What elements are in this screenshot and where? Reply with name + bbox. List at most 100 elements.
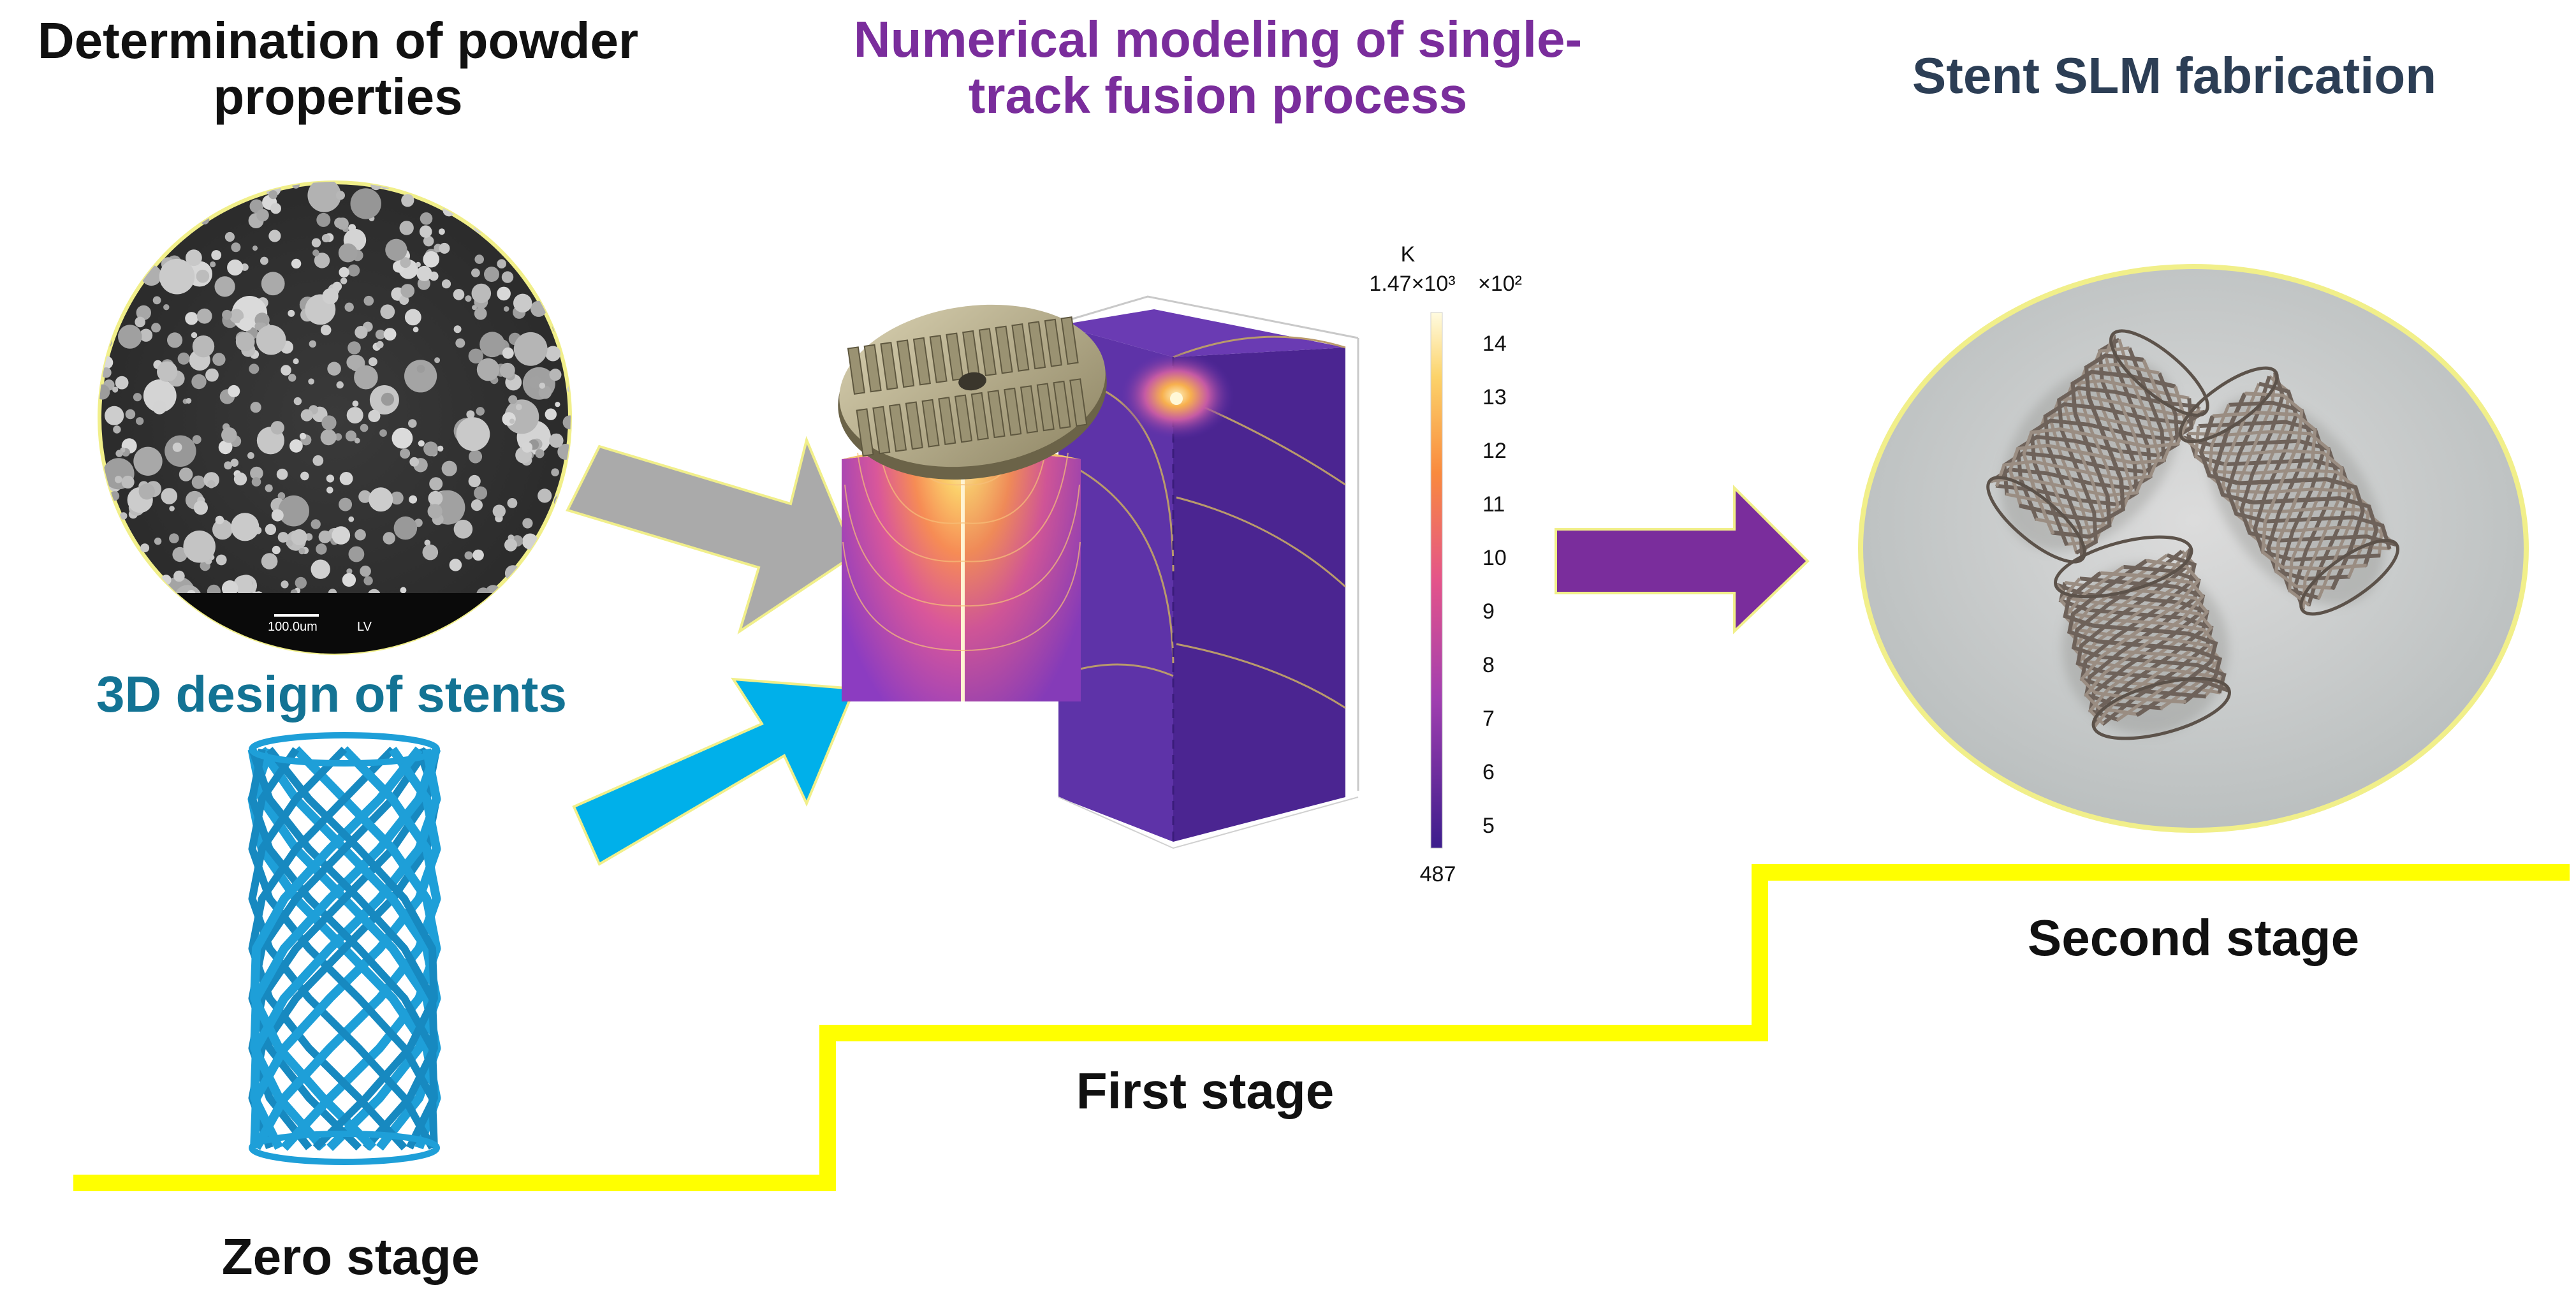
powder-particle [252, 246, 258, 251]
disc-slot [1053, 380, 1071, 429]
gray-arrow [566, 436, 856, 635]
blue-arrow [572, 677, 856, 866]
powder-particle [369, 357, 377, 367]
powder-particle [418, 440, 425, 447]
disc-slot [872, 406, 891, 455]
disc-slot [1069, 378, 1088, 427]
powder-particle [118, 325, 142, 349]
powder-particle [159, 258, 195, 295]
powder-particle [400, 448, 411, 459]
powder-particle [113, 425, 121, 434]
powder-particle [191, 475, 205, 489]
colorbar [1430, 312, 1443, 849]
powder-particle [316, 212, 331, 227]
stent-strut [250, 748, 441, 1150]
powder-particle [320, 429, 337, 446]
powder-particle [383, 532, 395, 545]
powder-particle [196, 308, 212, 324]
powder-particle [346, 355, 361, 370]
powder-particle [186, 398, 192, 404]
powder-particle [400, 257, 411, 268]
powder-particle [99, 587, 112, 601]
powder-particle [326, 487, 333, 494]
powder-particle [169, 506, 175, 511]
colorbar-tick-label: 5 [1482, 814, 1495, 838]
stent-strut [250, 747, 441, 1151]
powder-particle [551, 468, 559, 476]
powder-particle [399, 221, 414, 235]
powder-particle [227, 259, 244, 276]
powder-particle [538, 603, 571, 640]
powder-particle [476, 358, 500, 381]
powder-particle [154, 614, 163, 623]
powder-particle [99, 279, 105, 288]
powder-particle [385, 238, 407, 261]
powder-particle [338, 243, 358, 263]
powder-particle [108, 592, 115, 599]
colorbar-tick-label: 10 [1482, 546, 1507, 570]
colorbar-tick-label: 11 [1482, 492, 1505, 517]
powder-particle [441, 460, 457, 476]
powder-particle [501, 219, 511, 230]
powder-particle [437, 445, 444, 452]
powder-particle [469, 450, 483, 464]
powder-particle [427, 182, 434, 188]
powder-particle [404, 309, 421, 326]
powder-particle [221, 580, 238, 597]
powder-particle [230, 459, 239, 467]
powder-particle [559, 250, 571, 263]
powder-particle [281, 365, 291, 376]
stent-3d-design [247, 732, 441, 1165]
powder-particle [99, 356, 113, 369]
powder-particle [567, 385, 571, 393]
powder-particle [340, 277, 348, 284]
powder-particle [224, 461, 232, 470]
powder-particle [212, 353, 226, 366]
powder-particle [150, 617, 161, 627]
powder-particle [109, 239, 126, 256]
powder-particle [278, 495, 310, 527]
powder-particle [339, 472, 353, 485]
powder-particle [344, 302, 354, 312]
metal-strut [2188, 430, 2331, 607]
powder-particle [492, 504, 506, 518]
disc-slot [995, 325, 1013, 374]
powder-particle [121, 475, 135, 489]
disc-slot [888, 404, 907, 452]
powder-particle [471, 283, 492, 304]
powder-particle [489, 226, 504, 241]
powder-particle [339, 497, 353, 511]
powder-particle [542, 246, 559, 262]
powder-particle [521, 606, 528, 613]
powder-particle [522, 442, 533, 453]
powder-particle [125, 561, 131, 568]
powder-particle [300, 471, 309, 481]
powder-particle [508, 599, 516, 608]
powder-particle [466, 410, 475, 419]
powder-particle [355, 529, 366, 541]
powder-particle [152, 400, 166, 415]
powder-particle [420, 212, 433, 225]
powder-particle [428, 490, 443, 506]
powder-particle [311, 519, 321, 529]
stage-label-first: First stage [1076, 1062, 1335, 1119]
powder-particle [228, 385, 240, 397]
powder-particle [125, 409, 136, 420]
powder-particle [235, 332, 255, 351]
stent-strut [267, 747, 438, 1151]
powder-particle [360, 565, 371, 577]
simulation-column [1058, 295, 1359, 849]
powder-particle [573, 409, 580, 416]
powder-particle [471, 182, 499, 209]
powder-particle [131, 189, 140, 198]
powder-particle [133, 393, 142, 402]
powder-particle [497, 286, 511, 301]
powder-particle [291, 258, 302, 269]
powder-particle [363, 295, 374, 306]
powder-particle [553, 582, 561, 589]
powder-particle [474, 307, 487, 320]
powder-particle [574, 282, 582, 290]
disc-slot [929, 335, 948, 383]
powder-particle [453, 520, 473, 539]
powder-particle [424, 539, 431, 546]
